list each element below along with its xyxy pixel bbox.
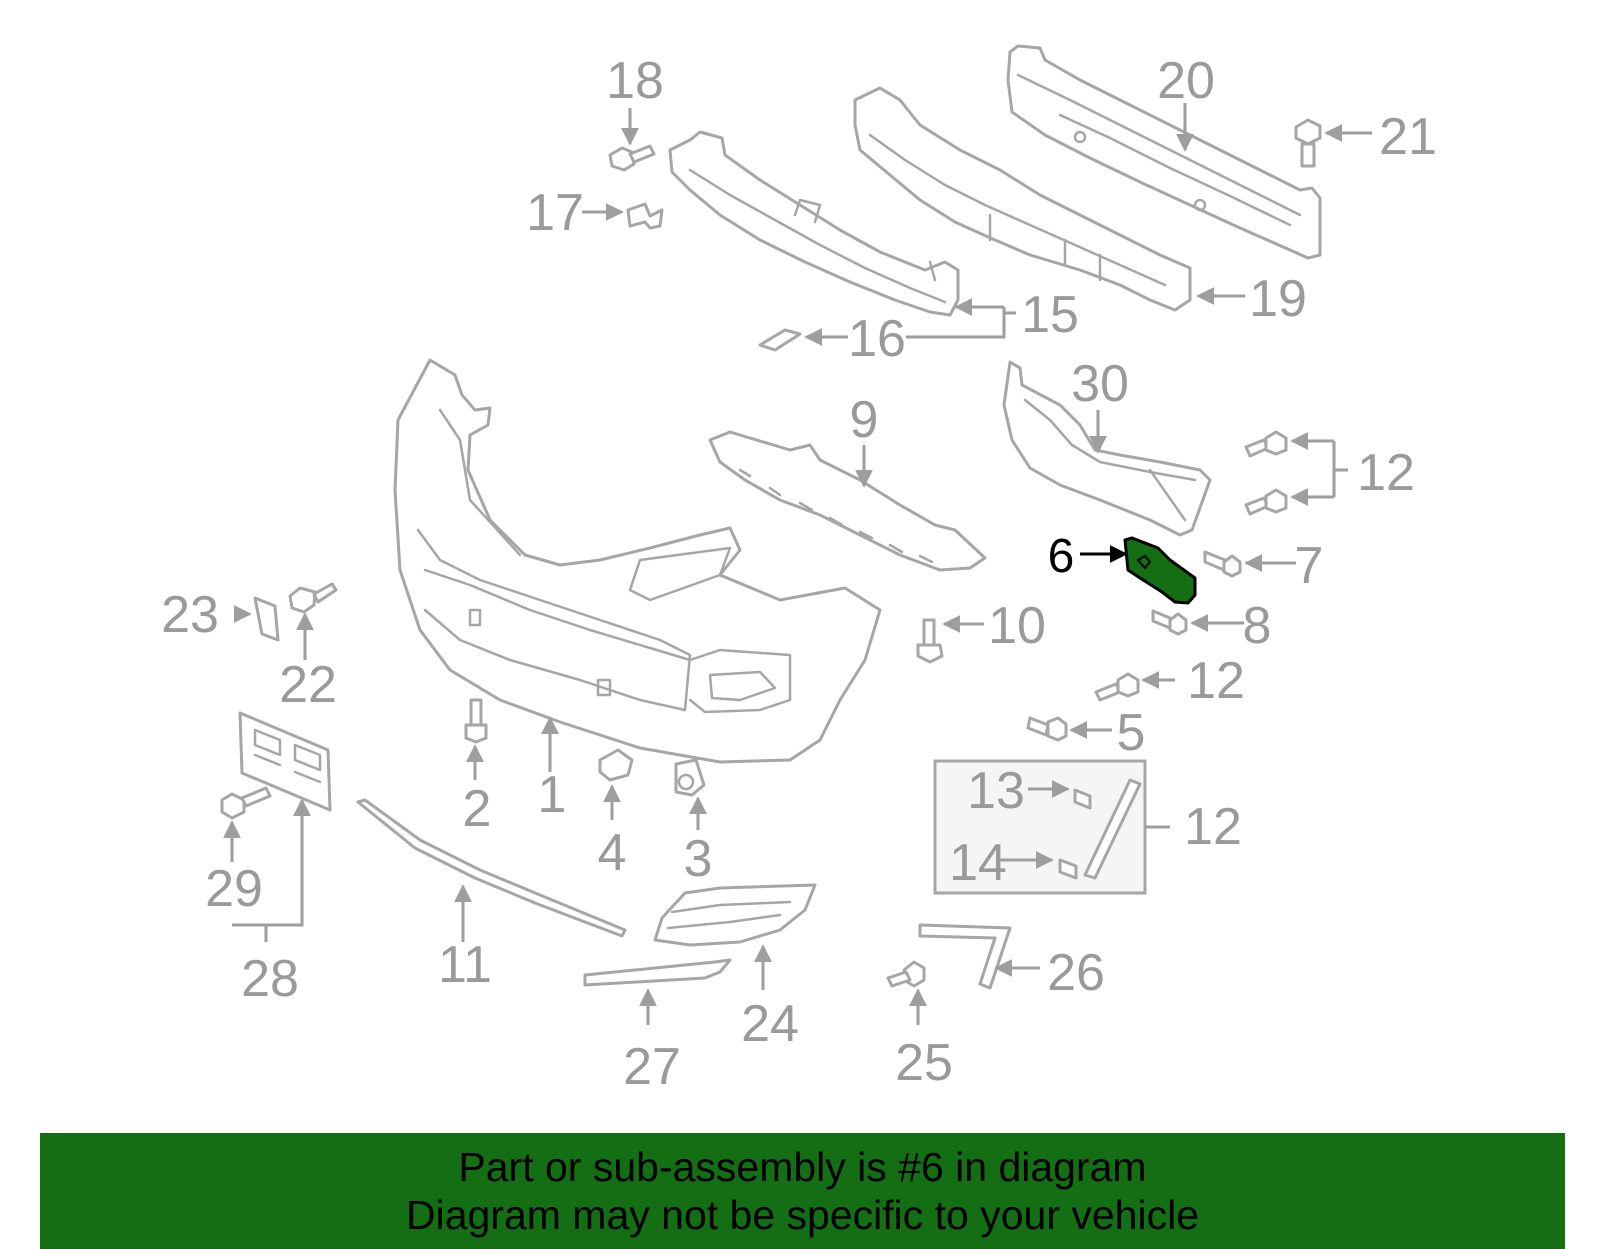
callout-24: 23 <box>161 586 219 644</box>
callout-28: 27 <box>623 1038 681 1096</box>
part-29-plate-bracket <box>238 711 332 812</box>
part-16-bar <box>668 130 960 317</box>
part-9-grille-reinforcement <box>708 430 987 572</box>
callout-2: 2 <box>463 780 492 838</box>
part-6-highlighted-bracket <box>1123 536 1197 605</box>
callout-23: 22 <box>279 656 337 714</box>
callout-30: 29 <box>205 860 263 918</box>
part-27-strip <box>918 923 1012 990</box>
part-20-absorber <box>853 86 1192 312</box>
kit-13-box <box>933 759 1147 895</box>
callout-6: 6 <box>1048 530 1075 583</box>
callout-14: 13 <box>967 762 1025 820</box>
callout-27: 26 <box>1047 944 1105 1002</box>
callout-numbers: 18 17 20 21 19 15 16 30 9 12 6 7 8 10 12… <box>161 52 1437 1096</box>
part-21-reinforcement <box>1006 44 1322 260</box>
part-17-shim <box>758 328 802 352</box>
fastener-7 <box>1203 550 1242 578</box>
callout-7: 7 <box>1295 537 1324 595</box>
callout-26: 25 <box>895 1034 953 1092</box>
fastener-8 <box>1151 609 1188 636</box>
part-28-strip <box>583 958 732 987</box>
part-1-bumper-cover <box>393 358 882 764</box>
part-31-side-bracket <box>1002 360 1212 537</box>
callout-13: 12 <box>1184 798 1242 856</box>
callout-20: 19 <box>1249 270 1307 328</box>
fastener-12-upper <box>1244 430 1288 516</box>
fastener-10 <box>916 618 944 664</box>
callout-18: 17 <box>526 184 584 242</box>
banner-line-2: Diagram may not be specific to your vehi… <box>405 1192 1199 1238</box>
fastener-12-lower <box>1094 672 1140 702</box>
info-banner: Part or sub-assembly is #6 in diagram Di… <box>40 1133 1565 1249</box>
callout-15: 14 <box>949 834 1007 892</box>
callout-12-lower: 12 <box>1187 652 1245 710</box>
callout-25: 24 <box>741 995 799 1053</box>
callout-4: 4 <box>598 824 627 882</box>
callout-22: 21 <box>1379 108 1437 166</box>
leader-lines <box>223 103 1372 1025</box>
callout-31: 30 <box>1071 355 1129 413</box>
callout-29: 28 <box>241 950 299 1008</box>
part-23-clip <box>288 582 338 614</box>
callout-12-upper: 12 <box>1357 444 1415 502</box>
part-25-bezel <box>653 883 817 947</box>
part-30-bolt <box>220 786 272 820</box>
callout-3: 3 <box>684 830 713 888</box>
part-19-bolt <box>608 144 656 172</box>
callout-17: 16 <box>848 310 906 368</box>
banner-line-1: Part or sub-assembly is #6 in diagram <box>458 1144 1147 1190</box>
callout-16: 15 <box>1021 286 1079 344</box>
part-22-bolt <box>1294 118 1322 168</box>
part-4-clip <box>598 748 634 782</box>
part-2-pin <box>464 698 488 744</box>
part-11-molding <box>356 798 627 938</box>
callout-9: 9 <box>850 391 879 449</box>
callout-5: 5 <box>1117 704 1146 762</box>
callout-10: 10 <box>988 597 1046 655</box>
part-24-cover <box>253 596 280 642</box>
callout-11: 11 <box>438 936 492 994</box>
callout-1: 1 <box>538 766 567 824</box>
callout-8: 8 <box>1243 597 1272 655</box>
part-18-clip <box>626 202 664 230</box>
part-26-bolt <box>886 960 926 988</box>
part-3-nut <box>674 758 706 797</box>
fastener-5 <box>1026 716 1068 742</box>
callout-19: 18 <box>606 52 664 110</box>
banner-background <box>40 1133 1565 1249</box>
callout-21: 20 <box>1157 52 1215 110</box>
